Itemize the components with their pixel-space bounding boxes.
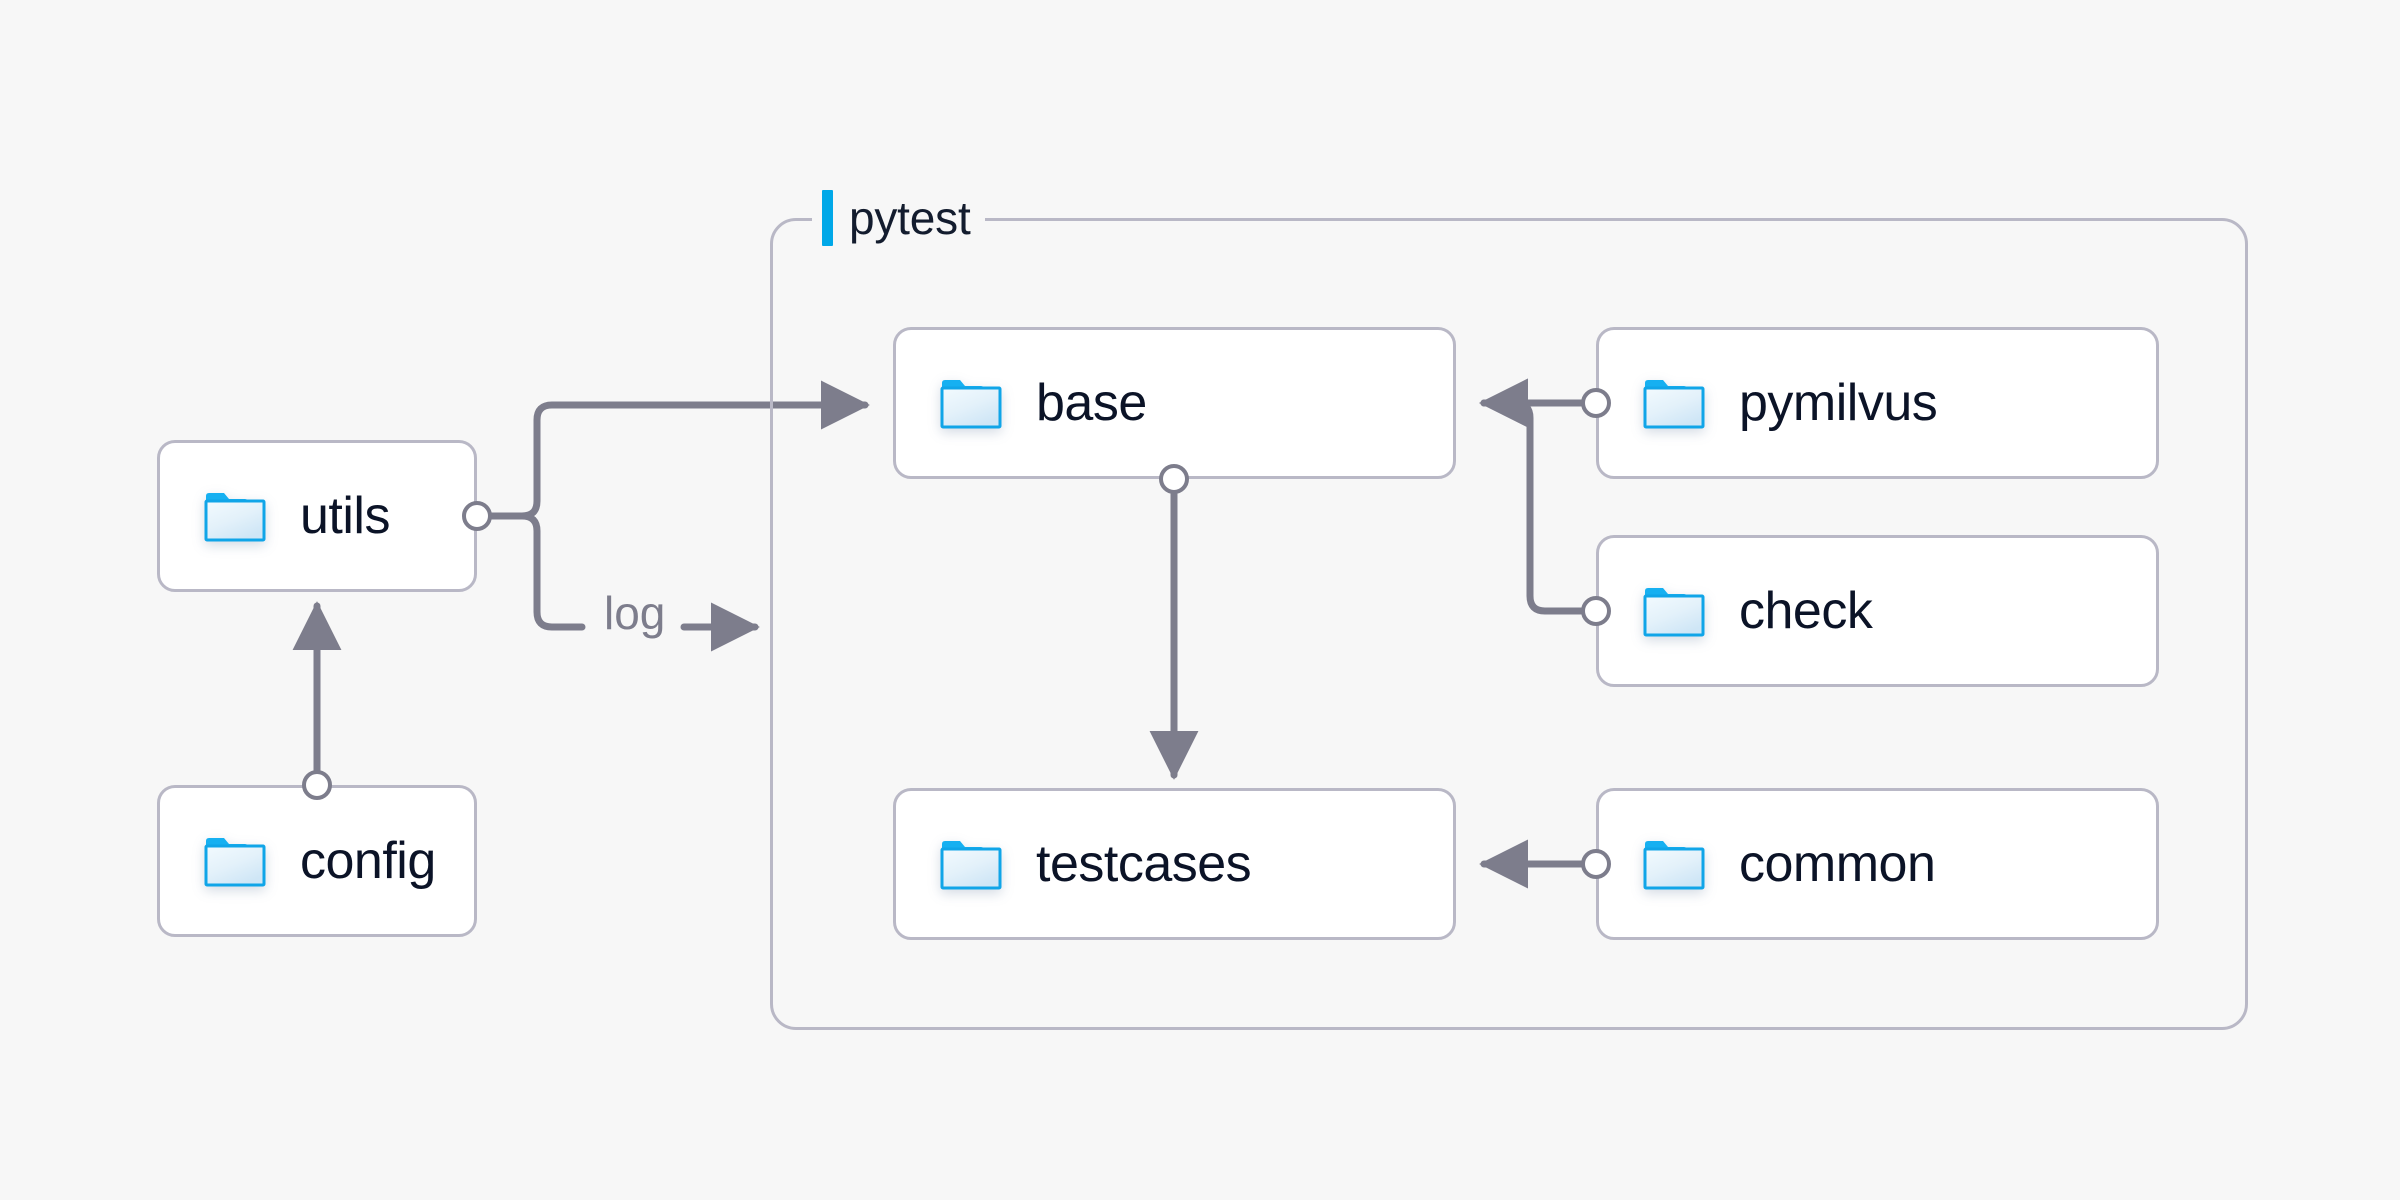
pytest-group-container[interactable] xyxy=(770,218,2248,1030)
node-check[interactable]: check xyxy=(1596,535,2159,687)
node-pymilvus[interactable]: pymilvus xyxy=(1596,327,2159,479)
node-label: check xyxy=(1739,582,1873,640)
folder-icon xyxy=(940,838,1002,890)
node-utils[interactable]: utils xyxy=(157,440,477,592)
folder-icon xyxy=(1643,838,1705,890)
node-label: config xyxy=(300,832,436,890)
node-testcases[interactable]: testcases xyxy=(893,788,1456,940)
edge-utils-to-log xyxy=(488,512,586,631)
folder-icon xyxy=(204,490,266,542)
pytest-group-label: pytest xyxy=(849,192,971,244)
pytest-group-label-wrap[interactable]: pytest xyxy=(812,186,985,250)
node-label: testcases xyxy=(1036,835,1252,893)
config-top-port[interactable] xyxy=(302,770,332,800)
node-label: base xyxy=(1036,374,1147,432)
utils-right-port[interactable] xyxy=(462,501,492,531)
pymilvus-left-port[interactable] xyxy=(1581,388,1611,418)
folder-icon xyxy=(1643,585,1705,637)
node-config[interactable]: config xyxy=(157,785,477,937)
node-base[interactable]: base xyxy=(893,327,1456,479)
folder-icon xyxy=(940,377,1002,429)
edge-label-log: log xyxy=(604,587,666,639)
base-bottom-port[interactable] xyxy=(1159,464,1189,494)
check-left-port[interactable] xyxy=(1581,596,1611,626)
node-label: common xyxy=(1739,835,1936,893)
folder-icon xyxy=(204,835,266,887)
node-common[interactable]: common xyxy=(1596,788,2159,940)
folder-icon xyxy=(1643,377,1705,429)
common-left-port[interactable] xyxy=(1581,849,1611,879)
accent-bar-icon xyxy=(822,190,833,246)
node-label: pymilvus xyxy=(1739,374,1938,432)
node-label: utils xyxy=(300,487,390,545)
